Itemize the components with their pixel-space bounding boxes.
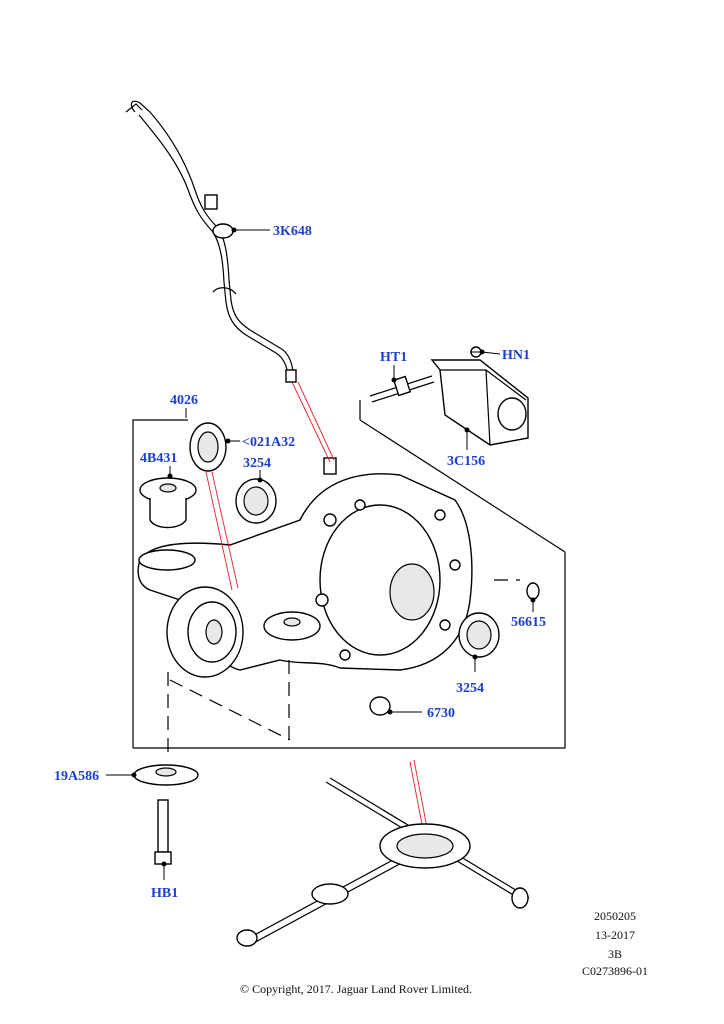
- callout-19a586: 19A586: [54, 769, 99, 784]
- phantom-lines: [167, 579, 520, 760]
- seals: [189, 422, 540, 716]
- info-line-4: C0273896-01: [582, 964, 648, 978]
- callout-6730: 6730: [427, 706, 455, 721]
- wiring-harness-3k648: [125, 100, 297, 383]
- info-line-2: 13-2017: [595, 928, 635, 942]
- callout-labels: 3K648 HT1 HN1 4026 <021A32 4B431 3254 3C…: [54, 224, 546, 901]
- bolt-hb1: [154, 799, 172, 865]
- vehicle-overview: [236, 777, 530, 947]
- callout-56615: 56615: [511, 615, 546, 630]
- info-line-1: 2050205: [594, 909, 636, 923]
- control-module-3c156: [369, 346, 529, 446]
- copyright-text: © Copyright, 2017. Jaguar Land Rover Lim…: [240, 982, 472, 996]
- callout-leaders: [106, 227, 536, 880]
- washer-19a586: [133, 764, 199, 786]
- info-line-3: 3B: [608, 947, 622, 961]
- callout-3254-lower: 3254: [456, 681, 484, 696]
- mount-4b431: [139, 477, 197, 529]
- callout-hb1: HB1: [151, 886, 178, 901]
- callout-4b431: 4B431: [140, 451, 177, 466]
- callout-3c156: 3C156: [447, 454, 485, 469]
- callout-4026: 4026: [170, 393, 198, 408]
- callout-ht1: HT1: [380, 350, 407, 365]
- callout-021a32: <021A32: [242, 435, 295, 450]
- axle-housing-4026: [137, 457, 473, 678]
- assembly-frame: [132, 400, 566, 749]
- callout-hn1: HN1: [502, 348, 530, 363]
- callout-3k648: 3K648: [273, 224, 312, 239]
- callout-3254-upper: 3254: [243, 456, 271, 471]
- info-block: 2050205 13-2017 3B C0273896-01: [582, 909, 648, 978]
